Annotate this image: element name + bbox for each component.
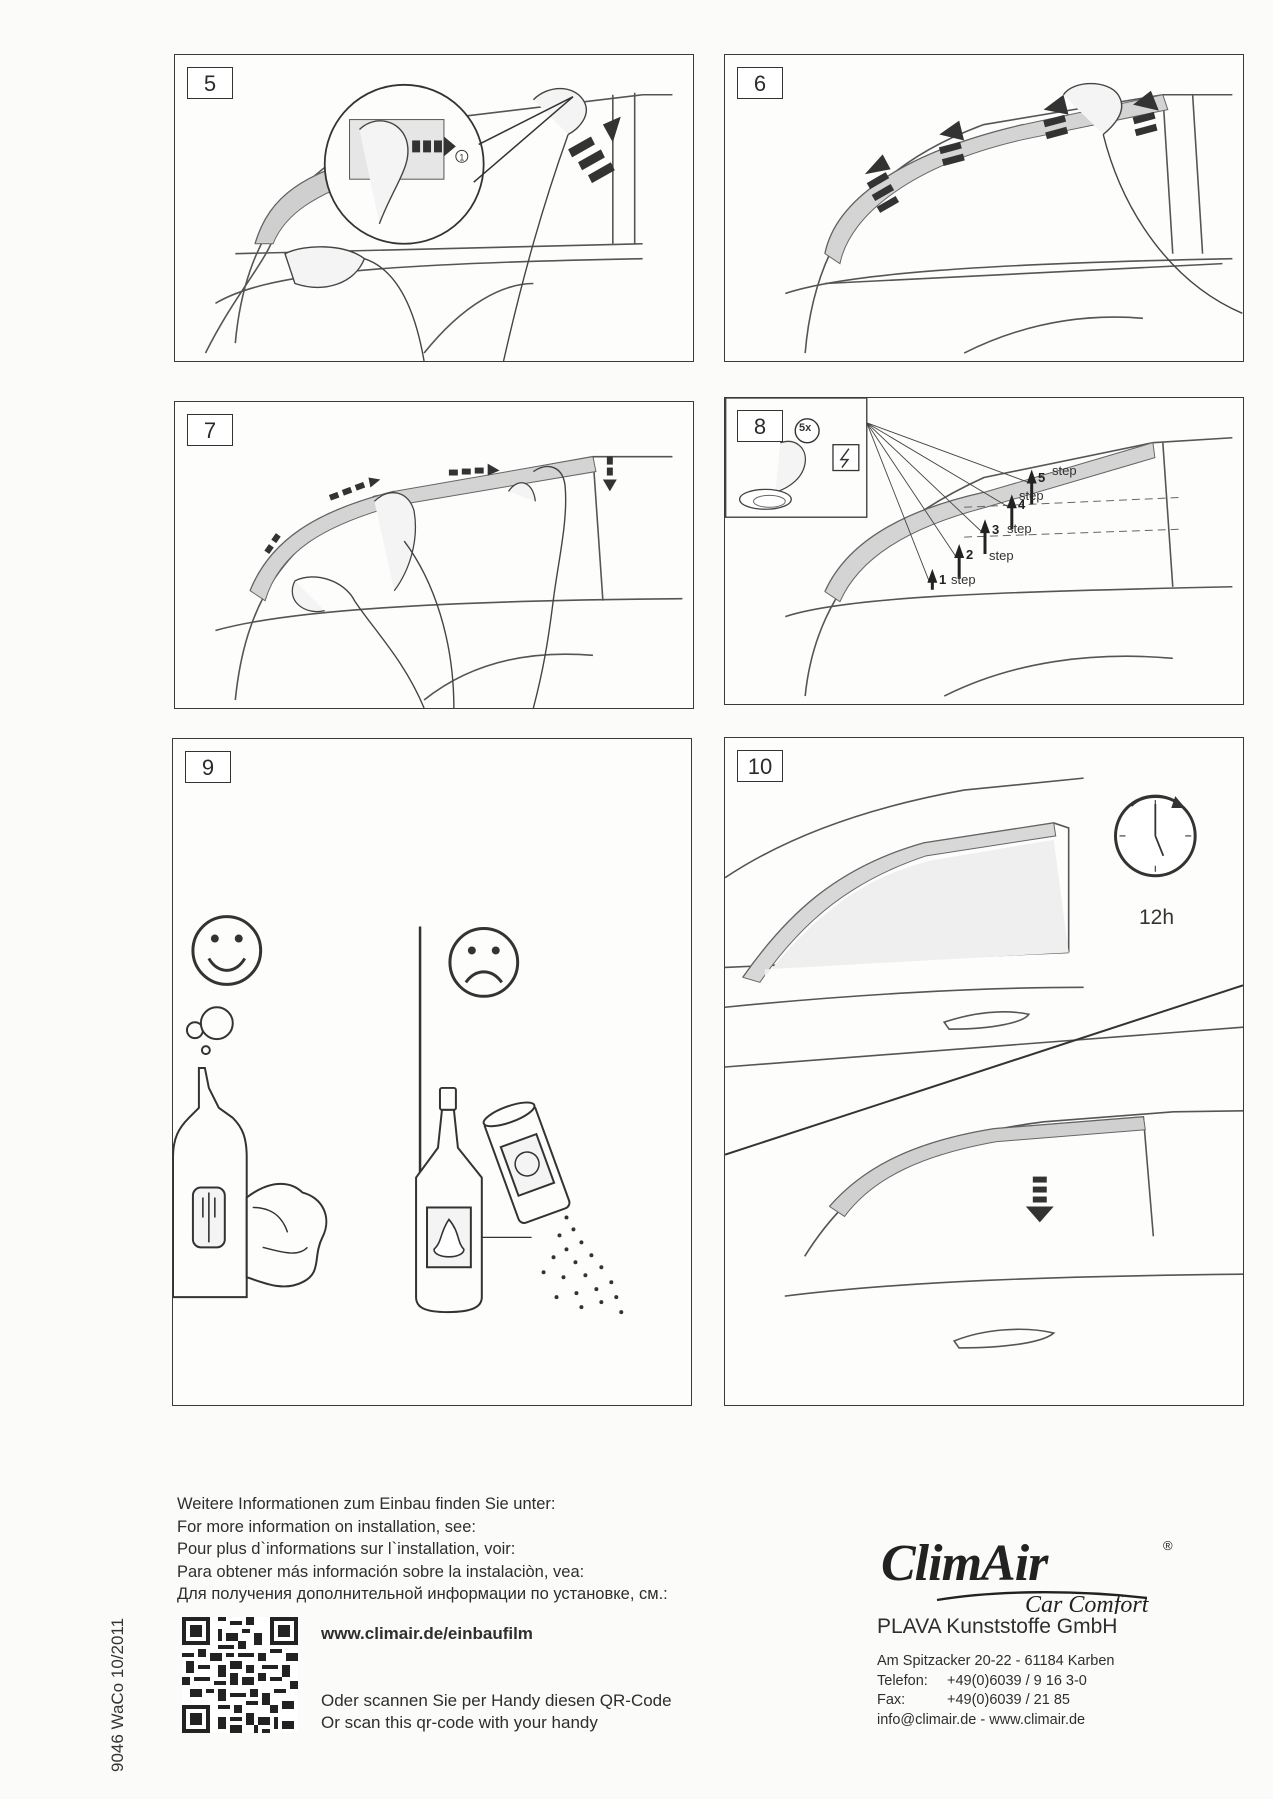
svg-text:ClimAir: ClimAir xyxy=(881,1535,1049,1592)
step-3-label: step xyxy=(1007,521,1032,536)
step-1-label: step xyxy=(951,572,976,587)
step-2-label: step xyxy=(989,548,1014,563)
step-7-illustration xyxy=(215,455,683,708)
step-number: 7 xyxy=(187,414,233,446)
svg-text:®: ® xyxy=(1163,1538,1173,1553)
soap-bottle-icon xyxy=(173,1006,328,1299)
street-address: Am Spitzacker 20-22 - 61184 Karben xyxy=(877,1653,1115,1669)
scan-line-en: Or scan this qr-code with your handy xyxy=(321,1713,598,1732)
company-address-block: Am Spitzacker 20-22 - 61184 Karben Telef… xyxy=(877,1652,1115,1730)
wait-time-label: 12h xyxy=(1139,906,1175,929)
phone-label: Telefon: xyxy=(877,1672,928,1689)
info-line-de: Weitere Informationen zum Einbau finden … xyxy=(177,1495,556,1513)
step-9-panel: 9 xyxy=(172,738,692,1406)
fax-number: +49(0)6039 / 21 85 xyxy=(947,1692,1070,1708)
step-7-panel: 7 xyxy=(174,401,694,709)
info-line-es: Para obtener más información sobre la in… xyxy=(177,1562,585,1581)
clock-icon xyxy=(1113,794,1197,878)
info-line-fr: Pour plus d`informations sur l`installat… xyxy=(177,1540,516,1559)
happy-face-icon xyxy=(191,915,263,986)
step-5-number: 5 xyxy=(1038,470,1046,485)
svg-text:1: 1 xyxy=(459,152,464,162)
step-2-number: 2 xyxy=(966,547,974,562)
sad-face-icon xyxy=(448,927,520,998)
press-count-label: 5x xyxy=(799,422,812,434)
step-number: 6 xyxy=(737,67,783,99)
step-number: 10 xyxy=(737,750,783,782)
step-8-panel: 8 5x 1 step 2 step 3 step 4 step 5 step xyxy=(724,397,1244,705)
step-9-illustration xyxy=(173,915,624,1315)
fax-label: Fax: xyxy=(877,1692,906,1708)
info-line-ru: Для получения дополнительной информации … xyxy=(177,1585,668,1604)
solvent-bottle-icon xyxy=(415,1086,532,1314)
step-8-illustration xyxy=(725,398,1233,697)
step-5-panel: 1 5 xyxy=(174,54,694,362)
more-info-text: Weitere Informationen zum Einbau finden … xyxy=(177,1493,668,1606)
step-6-illustration xyxy=(785,83,1243,354)
scouring-powder-icon xyxy=(482,1101,624,1315)
info-line-en: For more information on installation, se… xyxy=(177,1517,476,1536)
step-10-illustration xyxy=(725,777,1243,1349)
svg-text:Car Comfort: Car Comfort xyxy=(1025,1592,1150,1614)
step-number: 9 xyxy=(185,751,231,783)
step-10-panel: 10 12h xyxy=(724,737,1244,1406)
document-code: 9046 WaCo 10/2011 xyxy=(108,1617,127,1772)
climair-logo: ClimAir Car Comfort ® xyxy=(881,1535,1173,1614)
phone-number: +49(0)6039 / 9 16 3-0 xyxy=(947,1672,1087,1689)
contact-web[interactable]: info@climair.de - www.climair.de xyxy=(877,1711,1086,1728)
scan-line-de: Oder scannen Sie per Handy diesen QR-Cod… xyxy=(321,1691,672,1710)
step-5-label: step xyxy=(1052,463,1077,478)
step-6-panel: 6 xyxy=(724,54,1244,362)
step-3-number: 3 xyxy=(992,522,1000,537)
step-1-number: 1 xyxy=(939,572,947,587)
company-name: PLAVA Kunststoffe GmbH xyxy=(877,1615,1118,1638)
step-number: 8 xyxy=(737,410,783,442)
qr-code[interactable] xyxy=(181,1617,299,1733)
install-video-link[interactable]: www.climair.de/einbaufilm xyxy=(321,1624,533,1643)
step-5-illustration: 1 xyxy=(204,83,673,361)
scan-instructions: Oder scannen Sie per Handy diesen QR-Cod… xyxy=(321,1690,672,1734)
step-4-label: step xyxy=(1019,488,1044,503)
step-4-number: 4 xyxy=(1018,497,1026,512)
step-number: 5 xyxy=(187,67,233,99)
